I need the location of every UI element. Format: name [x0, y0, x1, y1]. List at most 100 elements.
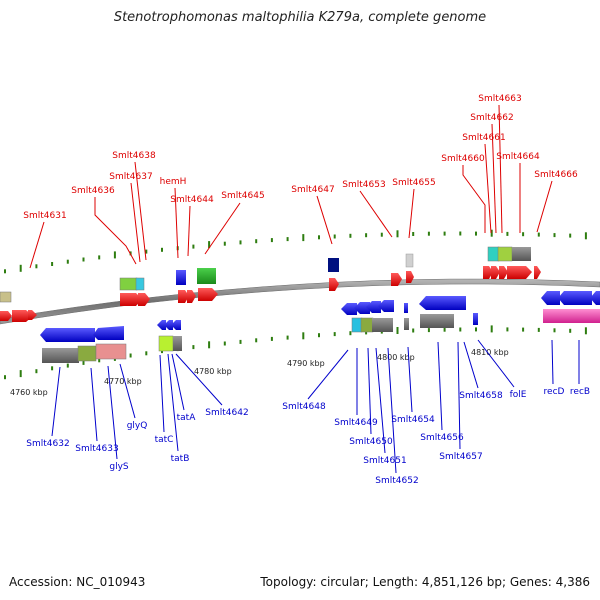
gene-arrow	[0, 311, 12, 321]
tick-mark	[506, 231, 509, 236]
gene-arrow	[157, 320, 166, 330]
tick-mark	[506, 327, 509, 332]
gene-label: Smlt4663	[478, 94, 521, 104]
tick-mark	[349, 233, 352, 238]
tick-mark	[553, 233, 556, 238]
gene-label: Smlt4662	[470, 113, 513, 123]
genome-axis	[0, 278, 600, 325]
tick-mark	[239, 339, 242, 344]
tick-mark	[19, 264, 22, 272]
feature-box	[135, 277, 145, 291]
tick-mark	[239, 240, 242, 245]
gene-label: Smlt4657	[439, 452, 482, 462]
feature-box	[176, 270, 186, 285]
gene-label: tatB	[171, 454, 190, 464]
gene-label: hemH	[160, 177, 187, 187]
tick-mark	[522, 327, 525, 332]
gene-label: Smlt4656	[420, 433, 464, 443]
tick-mark	[270, 238, 273, 243]
tick-mark	[286, 237, 289, 242]
tick-mark	[192, 244, 195, 249]
tick-mark	[427, 231, 430, 236]
scale-label: 4800 kbp	[377, 353, 415, 362]
tick-mark	[113, 251, 116, 259]
gene-arrow	[341, 303, 357, 315]
map-title: Stenotrophomonas maltophilia K279a, comp…	[113, 10, 487, 25]
gene-label: Smlt4645	[221, 191, 264, 201]
tick-mark	[380, 232, 383, 237]
feature-box	[420, 314, 454, 328]
forward-labels: Smlt4631 Smlt4636 Smlt4637 Smlt4638 hemH…	[23, 94, 578, 221]
gene-arrow	[406, 271, 414, 283]
gene-label: Smlt4653	[342, 180, 385, 190]
tick-mark	[255, 338, 258, 343]
reverse-labels: Smlt4632 Smlt4633 glyS glyQ tatC tatB ta…	[26, 387, 590, 486]
tick-mark	[522, 232, 525, 237]
forward-leaders	[29, 104, 553, 269]
gene-label: Smlt4666	[534, 170, 578, 180]
tick-mark	[412, 328, 415, 333]
tick-mark	[427, 328, 430, 333]
gene-arrow	[507, 266, 532, 279]
gene-label: Smlt4664	[496, 152, 540, 162]
scale-label: 4760 kbp	[10, 388, 48, 397]
genome-summary: Topology: circular; Length: 4,851,126 bp…	[260, 575, 590, 589]
gene-arrow	[541, 291, 560, 305]
tick-mark	[161, 247, 163, 252]
tick-mark	[396, 230, 399, 238]
gene-arrow	[187, 290, 196, 303]
gene-arrow	[366, 301, 381, 313]
gene-label: Smlt4644	[170, 195, 214, 205]
tick-mark	[475, 231, 477, 236]
gene-label: Smlt4642	[205, 408, 248, 418]
tick-mark	[569, 328, 572, 333]
tick-mark	[475, 327, 477, 332]
scale-ticks	[4, 229, 587, 380]
gene-arrow	[120, 293, 142, 306]
tick-mark	[412, 232, 415, 236]
feature-box	[77, 345, 97, 362]
gene-label: folE	[510, 390, 527, 400]
tick-mark	[569, 233, 572, 238]
gene-arrow	[499, 266, 508, 279]
tick-mark	[35, 264, 38, 269]
tick-mark	[51, 262, 54, 266]
tick-mark	[35, 369, 38, 374]
tick-mark	[255, 239, 258, 244]
gene-arrow	[12, 310, 33, 322]
feature-box	[42, 348, 79, 363]
gene-arrow	[378, 300, 394, 312]
feature-box	[473, 313, 478, 325]
gene-arrow	[534, 266, 541, 279]
feature-box	[543, 309, 600, 323]
tick-mark	[459, 231, 462, 236]
tick-mark	[145, 351, 148, 356]
gene-label: Smlt4633	[75, 444, 118, 454]
gene-label: Smlt4648	[282, 402, 326, 412]
feature-box	[404, 303, 408, 313]
tick-mark	[4, 269, 6, 274]
gene-label: tatA	[177, 413, 197, 423]
tick-mark	[98, 358, 101, 363]
tick-mark	[490, 229, 493, 237]
gene-label: glyS	[109, 462, 129, 472]
gene-label: Smlt4651	[363, 456, 406, 466]
forward-features	[0, 246, 541, 322]
feature-box	[351, 317, 363, 333]
tick-mark	[490, 325, 493, 333]
gene-label: Smlt4632	[26, 439, 69, 449]
tick-mark	[443, 231, 446, 236]
feature-box	[497, 246, 513, 262]
gene-label: Smlt4631	[23, 211, 66, 221]
tick-mark	[459, 327, 462, 332]
gene-label: Smlt4638	[112, 151, 156, 161]
gene-label: recB	[570, 387, 590, 397]
feature-box	[405, 253, 414, 268]
scale-label: 4780 kbp	[194, 367, 232, 376]
tick-mark	[208, 341, 211, 349]
scale-labels: 4760 kbp 4770 kbp 4780 kbp 4790 kbp 4800…	[10, 348, 509, 397]
gene-arrow	[40, 328, 95, 342]
tick-mark	[584, 232, 587, 240]
tick-mark	[223, 341, 226, 346]
